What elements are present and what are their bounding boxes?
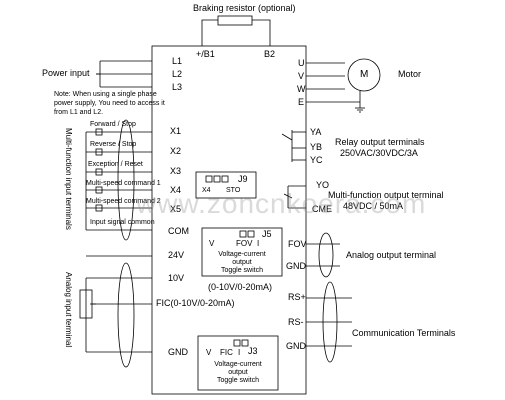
- power-note-line2: power supply, You need to access it: [54, 100, 165, 107]
- j3-fic: FIC: [220, 348, 233, 357]
- terminal-x5: X5: [170, 204, 182, 214]
- terminal-fic: FIC(0-10V/0-20mA): [156, 298, 235, 308]
- terminal-b2: B2: [264, 49, 276, 59]
- j3-v: V: [206, 348, 212, 357]
- drive-box: [151, 45, 307, 395]
- terminal-x2: X2: [170, 146, 182, 156]
- motor-symbol-label: M: [360, 69, 369, 80]
- relay-rating: 250VAC/30VDC/3A: [340, 148, 418, 158]
- terminal-b1: +/B1: [196, 49, 215, 59]
- j3-line2: output: [228, 369, 248, 376]
- terminal-x1: X1: [170, 126, 182, 136]
- terminal-w: W: [297, 84, 306, 94]
- j9-box: [195, 171, 257, 199]
- terminal-gnd-left: GND: [168, 347, 188, 357]
- mfo-label: Multi-function output terminal: [328, 190, 444, 200]
- terminal-gnd-ao: GND: [286, 261, 306, 271]
- j9-sto: STO: [226, 187, 241, 194]
- terminal-yo: YO: [316, 180, 330, 190]
- j3-line1: Voltage-current: [214, 361, 262, 368]
- input-forward-stop: Forward / Stop: [90, 121, 136, 128]
- j9-x4: X4: [202, 187, 211, 194]
- j3-i: I: [238, 348, 241, 357]
- braking-resistor-symbol: [217, 15, 253, 26]
- analog-input-side-label: Analog input terminal: [64, 272, 73, 348]
- power-note-line3: from L1 and L2.: [54, 109, 104, 116]
- terminal-fov: FOV: [288, 239, 307, 249]
- j5-i: I: [257, 239, 260, 248]
- terminal-yb: YB: [310, 142, 323, 152]
- terminal-10v: 10V: [168, 273, 185, 283]
- j9-label: J9: [238, 174, 248, 184]
- terminal-yc: YC: [310, 155, 323, 165]
- j3-box: [197, 335, 279, 391]
- terminal-l2: L2: [172, 69, 183, 79]
- power-note-line1: Note: When using a single phase: [54, 91, 157, 98]
- terminal-l1: L1: [172, 56, 183, 66]
- j5-line2: output: [232, 259, 252, 266]
- terminal-e: E: [298, 97, 305, 107]
- terminal-ya: YA: [310, 127, 322, 137]
- terminal-24v: 24V: [168, 250, 185, 260]
- terminal-v: V: [298, 71, 305, 81]
- j5-box: [201, 227, 283, 277]
- input-reverse-stop: Reverse / Stop: [90, 141, 137, 148]
- terminal-com: COM: [168, 226, 189, 236]
- j3-line3: Toggle switch: [216, 377, 260, 384]
- comm-label: Communication Terminals: [352, 328, 456, 338]
- terminal-cme: CME: [312, 204, 332, 214]
- braking-resistor-label: Braking resistor (optional): [193, 3, 296, 13]
- mfo-rating: 48VDC / 50mA: [343, 201, 404, 211]
- terminal-x4: X4: [170, 185, 182, 195]
- j5-fov: FOV: [236, 239, 253, 248]
- input-multispeed-2: Multi-speed command 2: [86, 198, 161, 205]
- terminal-rs-plus: RS+: [288, 292, 306, 302]
- j3-label: J3: [248, 346, 258, 356]
- input-multispeed-1: Multi-speed command 1: [86, 180, 161, 187]
- input-exception-reset: Exception / Reset: [88, 161, 143, 168]
- input-signal-common: Input signal common: [90, 219, 155, 226]
- watermark: www.zoncnkoera.com: [136, 188, 427, 219]
- power-input-label: Power input: [42, 68, 90, 78]
- j5-line1: Voltage-current: [218, 251, 266, 258]
- mfi-side-label: Multi-function input terminals: [64, 128, 73, 230]
- terminal-rs-minus: RS-: [288, 317, 304, 327]
- j5-line3: Toggle switch: [220, 267, 264, 274]
- terminal-u: U: [298, 58, 305, 68]
- terminal-x3: X3: [170, 166, 182, 176]
- terminal-l3: L3: [172, 82, 183, 92]
- terminal-gnd-comm: GND: [286, 341, 306, 351]
- j5-label: J5: [262, 229, 272, 239]
- j5-v: V: [209, 239, 215, 248]
- analog-output-label: Analog output terminal: [346, 250, 437, 260]
- analog-range-label: (0-10V/0-20mA): [208, 282, 273, 292]
- motor-label: Motor: [398, 69, 422, 79]
- motor-symbol: [347, 58, 381, 92]
- relay-label: Relay output terminals: [335, 137, 425, 147]
